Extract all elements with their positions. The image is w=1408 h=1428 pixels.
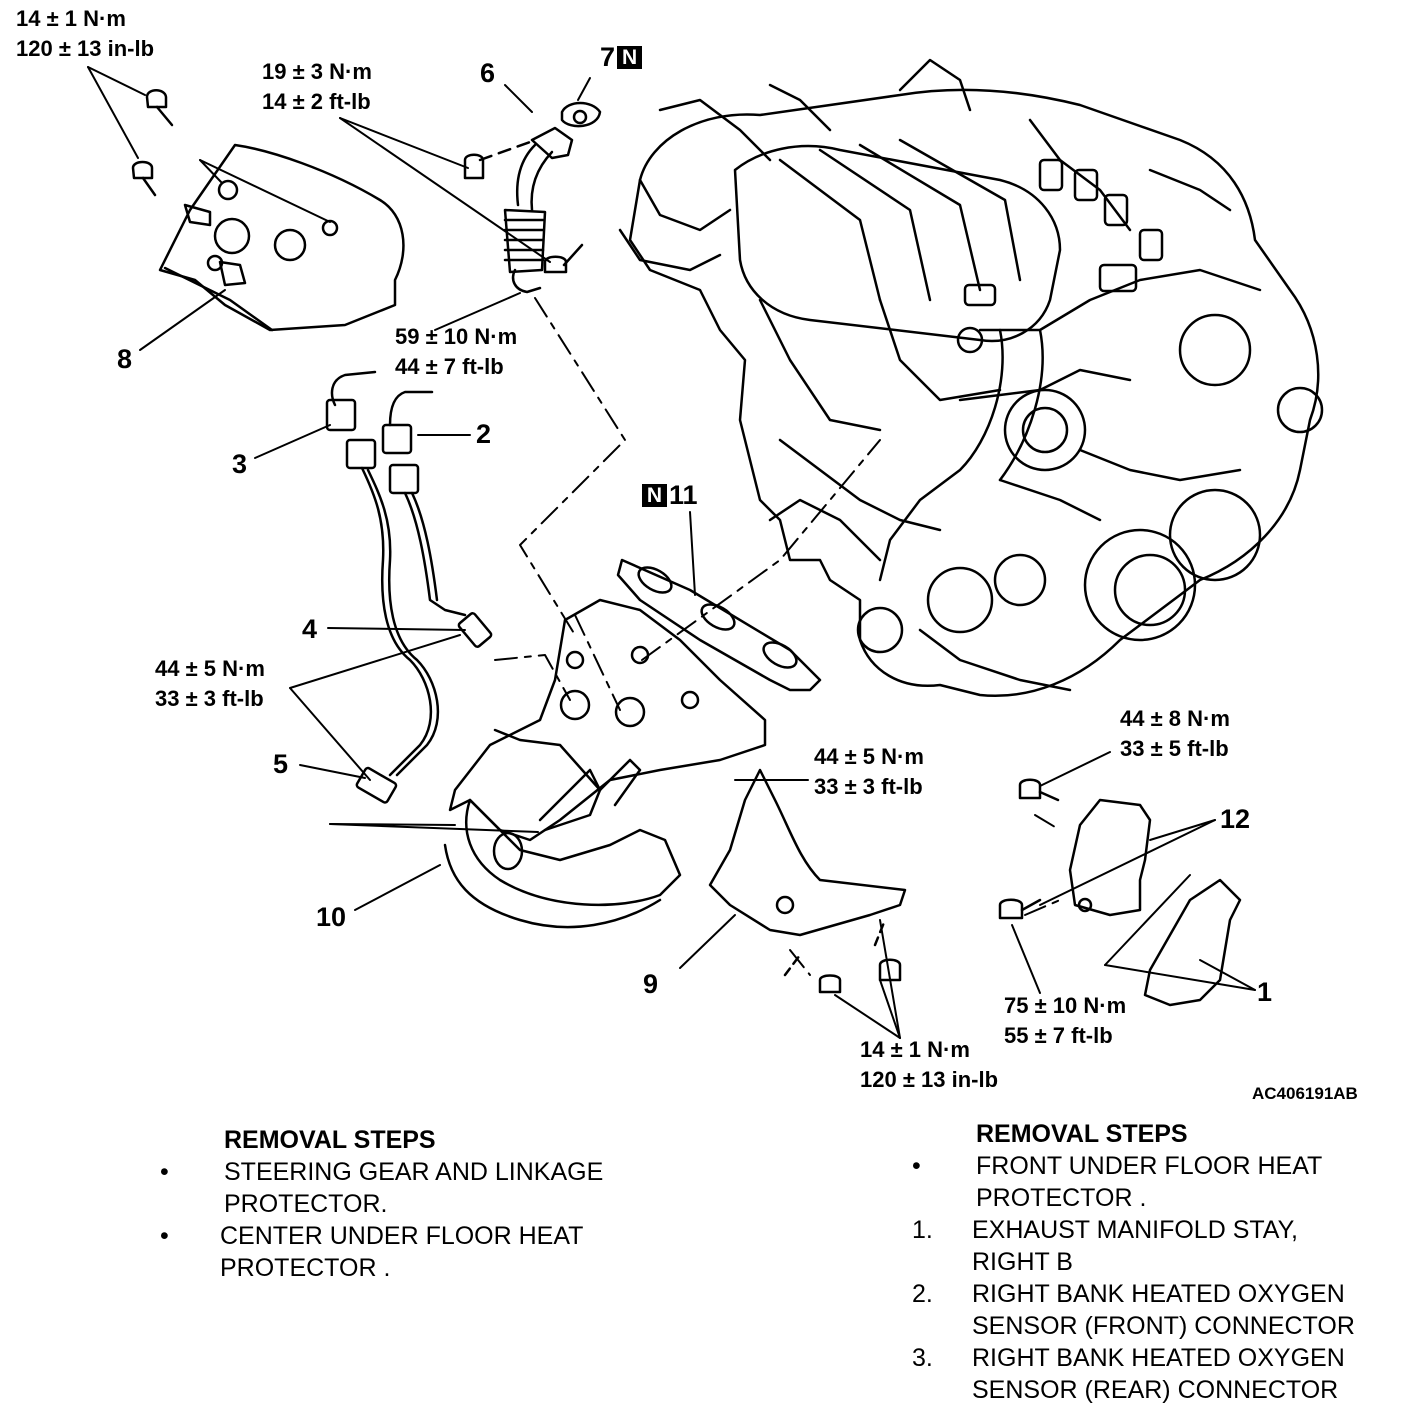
gasket-11: [616, 558, 822, 692]
callout-5: 5: [273, 749, 289, 779]
bullet-icon: •: [912, 1152, 921, 1180]
engine-assembly: [618, 58, 1324, 697]
assembly-dashed-lines: [494, 297, 1061, 976]
exhaust-manifold-10: [443, 598, 767, 929]
torque-nm: 44 ± 8 N·m: [1120, 706, 1230, 731]
torque-label-part-12: 44 ± 8 N·m 33 ± 5 ft-lb: [1120, 704, 1230, 764]
callout-6: 6: [480, 58, 496, 88]
step-text: RIGHT B: [972, 1248, 1073, 1276]
removal-step: • FRONT UNDER FLOOR HEAT PROTECTOR .: [912, 1150, 1406, 1214]
torque-label-part-1: 75 ± 10 N·m 55 ± 7 ft-lb: [1004, 991, 1126, 1051]
callout-11-number: 11: [669, 480, 698, 510]
new-part-mark-icon: N: [642, 484, 667, 507]
torque-label-part-6-fitting: 59 ± 10 N·m 44 ± 7 ft-lb: [395, 322, 517, 382]
torque-imperial: 120 ± 13 in-lb: [16, 36, 155, 61]
callout-1: 1: [1257, 977, 1273, 1007]
leader-lines: [87, 66, 1256, 1039]
heat-protector-8: [131, 89, 405, 332]
step-text: PROTECTOR .: [220, 1254, 391, 1282]
removal-step: • CENTER UNDER FLOOR HEAT PROTECTOR .: [160, 1220, 680, 1284]
bullet-icon: •: [160, 1222, 169, 1250]
torque-nm: 14 ± 1 N·m: [860, 1037, 970, 1062]
figure-id: AC406191AB: [1252, 1084, 1358, 1103]
callout-12: 12: [1220, 804, 1251, 834]
heat-protector-9: [708, 768, 907, 994]
removal-step: 2. RIGHT BANK HEATED OXYGEN SENSOR (FRON…: [912, 1278, 1406, 1342]
step-number: 3.: [912, 1344, 933, 1372]
callout-2: 2: [476, 419, 492, 449]
torque-nm: 44 ± 5 N·m: [814, 744, 924, 769]
torque-label-manifold-nut: 44 ± 5 N·m 33 ± 3 ft-lb: [814, 742, 924, 802]
torque-label-oxygen-sensors: 44 ± 5 N·m 33 ± 3 ft-lb: [155, 654, 265, 714]
torque-nm: 59 ± 10 N·m: [395, 324, 518, 349]
removal-step: 3. RIGHT BANK HEATED OXYGEN SENSOR (REAR…: [912, 1342, 1406, 1406]
step-number: 1.: [912, 1216, 933, 1244]
torque-imperial: 44 ± 7 ft-lb: [395, 354, 504, 379]
step-text: SENSOR (REAR) CONNECTOR: [972, 1376, 1339, 1404]
removal-steps-heading: REMOVAL STEPS: [224, 1126, 436, 1154]
removal-step: • STEERING GEAR AND LINKAGE PROTECTOR.: [160, 1156, 680, 1220]
step-text: STEERING GEAR AND LINKAGE: [224, 1158, 604, 1186]
step-text: RIGHT BANK HEATED OXYGEN: [972, 1280, 1345, 1308]
torque-label-part-8: 14 ± 1 N·m 120 ± 13 in-lb: [16, 4, 154, 64]
step-text: SENSOR (FRONT) CONNECTOR: [972, 1312, 1355, 1340]
torque-imperial: 120 ± 13 in-lb: [860, 1067, 999, 1092]
removal-step: 1. EXHAUST MANIFOLD STAY, RIGHT B: [912, 1214, 1406, 1278]
step-text: EXHAUST MANIFOLD STAY,: [972, 1216, 1299, 1244]
torque-imperial: 33 ± 3 ft-lb: [814, 774, 923, 799]
torque-label-part-9: 14 ± 1 N·m 120 ± 13 in-lb: [860, 1035, 998, 1095]
callout-3: 3: [232, 449, 248, 479]
bullet-icon: •: [160, 1158, 169, 1186]
torque-nm: 14 ± 1 N·m: [16, 6, 126, 31]
torque-imperial: 55 ± 7 ft-lb: [1004, 1023, 1113, 1048]
callout-9: 9: [643, 969, 659, 999]
torque-nm: 44 ± 5 N·m: [155, 656, 265, 681]
step-number: 2.: [912, 1280, 933, 1308]
step-text: RIGHT BANK HEATED OXYGEN: [972, 1344, 1345, 1372]
manifold-stays: [998, 778, 1242, 1007]
torque-nm: 19 ± 3 N·m: [262, 59, 372, 84]
egr-pipe-6: [463, 101, 602, 294]
torque-nm: 75 ± 10 N·m: [1004, 993, 1127, 1018]
removal-steps-heading: REMOVAL STEPS: [976, 1120, 1188, 1148]
callout-7-number: 7: [600, 42, 616, 72]
callout-4: 4: [302, 614, 318, 644]
step-text: FRONT UNDER FLOOR HEAT: [976, 1152, 1323, 1180]
new-part-mark-icon: N: [617, 46, 643, 69]
oxygen-sensors: [325, 370, 493, 804]
torque-imperial: 14 ± 2 ft-lb: [262, 89, 371, 114]
callout-10: 10: [316, 902, 347, 932]
removal-steps-right: REMOVAL STEPS • FRONT UNDER FLOOR HEAT P…: [912, 1118, 1406, 1406]
step-text: PROTECTOR.: [224, 1190, 388, 1218]
step-text: CENTER UNDER FLOOR HEAT: [220, 1222, 584, 1250]
step-text: PROTECTOR .: [976, 1184, 1147, 1212]
callout-8: 8: [117, 344, 133, 374]
torque-imperial: 33 ± 3 ft-lb: [155, 686, 264, 711]
removal-steps-left: REMOVAL STEPS • STEERING GEAR AND LINKAG…: [160, 1124, 680, 1284]
torque-imperial: 33 ± 5 ft-lb: [1120, 736, 1229, 761]
torque-label-part-6-nut: 19 ± 3 N·m 14 ± 2 ft-lb: [262, 57, 372, 117]
